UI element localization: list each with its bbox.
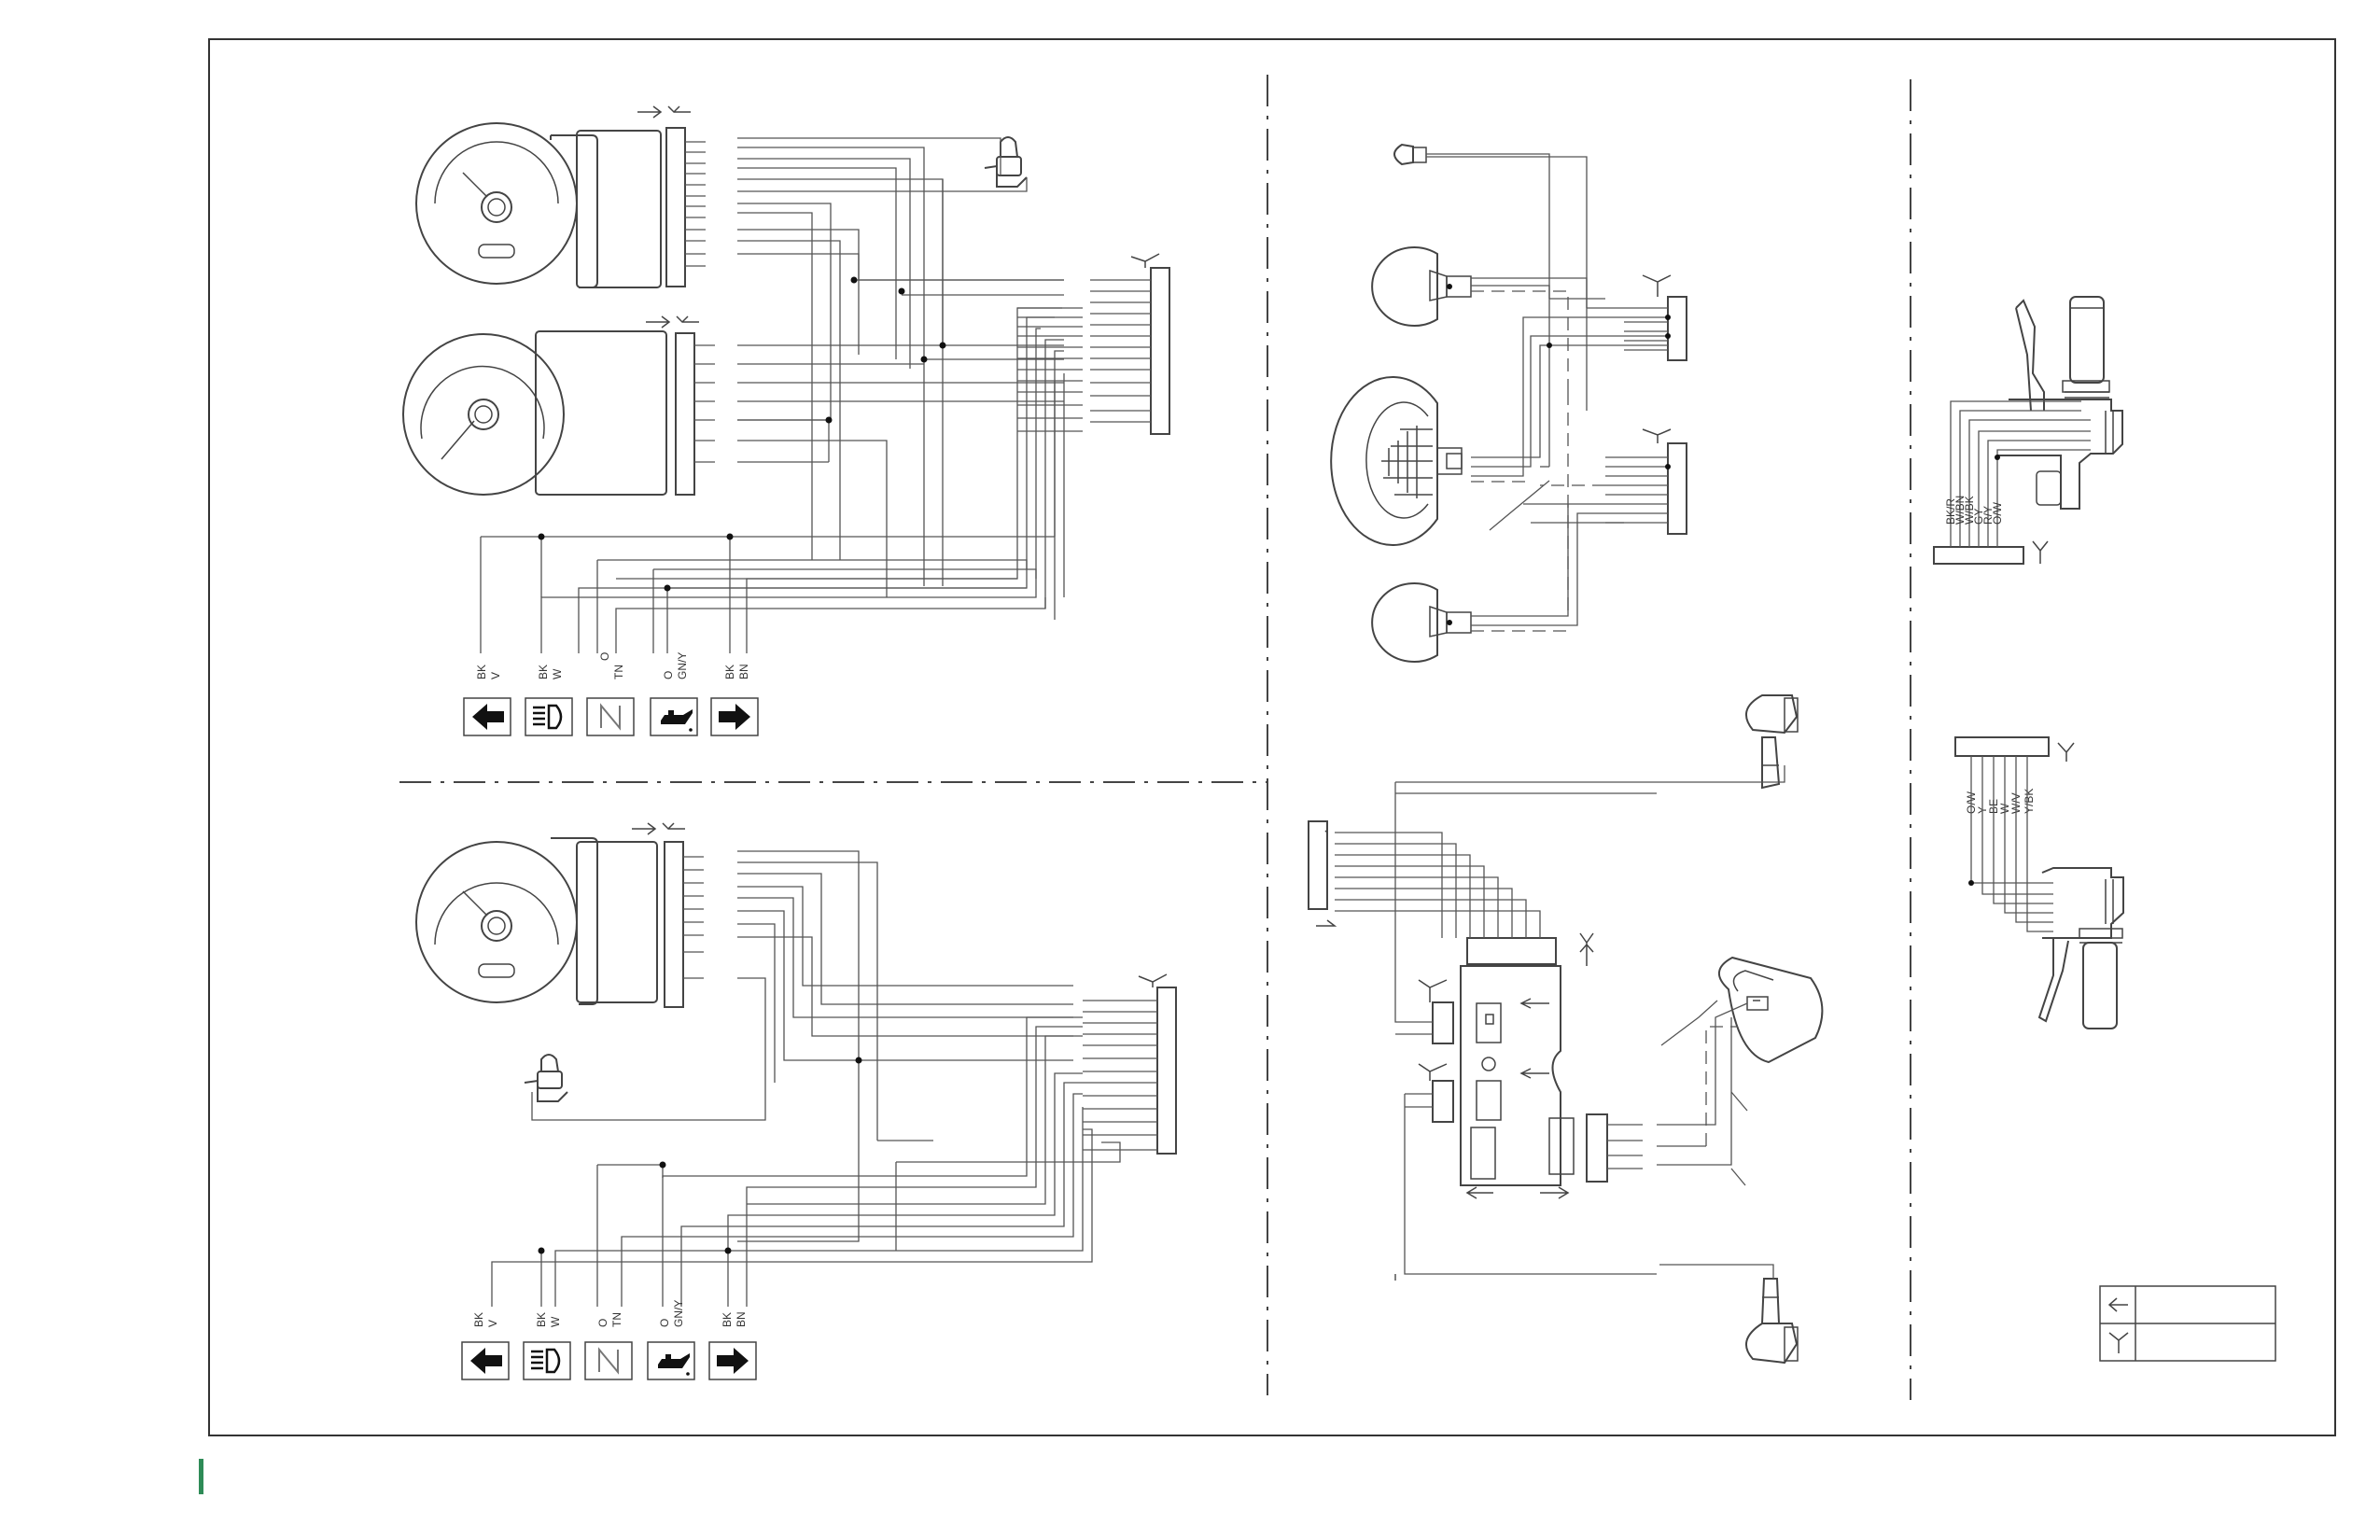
oil-can-icon (661, 709, 693, 732)
label-v-lower: V (486, 1320, 499, 1327)
label-w: W (551, 668, 564, 679)
handlebar-switches: BK/R W/BN W/BK GY R/Y O/W O/W Y BE W W/V… (1933, 296, 2276, 1362)
arrow-right-icon (717, 1348, 749, 1374)
neutral-icon (600, 703, 621, 731)
tail-light (1718, 956, 1824, 1064)
label-w-lower: W (549, 1316, 562, 1327)
label-wire-bkr: BK/R (1944, 498, 1957, 525)
indicator-icons-lower (461, 1341, 757, 1380)
label-o-2-lower: O (658, 1319, 671, 1327)
pressure-switch (984, 136, 1028, 188)
legend-box (2099, 1285, 2276, 1362)
connector-front-2 (1667, 442, 1687, 535)
label-wire-ry: R/Y (1981, 506, 1995, 525)
arrow-left-icon (472, 704, 504, 730)
label-o-2: O (662, 671, 675, 679)
wires-switch-upper (1950, 400, 2091, 547)
turn-signal-front-lower (1371, 582, 1472, 663)
label-tn-lower: TN (610, 1312, 623, 1327)
wires-rear (1335, 765, 1785, 1281)
oil-can-icon (658, 1353, 690, 1376)
turn-signal-rear-upper (1744, 694, 1799, 790)
bulb-icon (1393, 143, 1427, 166)
connector-front-1 (1667, 296, 1687, 361)
label-wire-ow: O/W (1991, 501, 2004, 525)
indicator-icons-upper (463, 697, 759, 736)
turn-signal-rear-lower (1744, 1278, 1799, 1365)
wire-labels-switch-lower: O/W Y BE W W/V Y/BK (1965, 789, 2036, 814)
wire-labels-upper: BK V BK W O TN O GN/Y BK BN (475, 652, 750, 679)
instrument-cluster-upper: BK V BK W O TN O GN/Y BK BN (402, 105, 1170, 736)
connector-switch-lower (1954, 736, 2050, 757)
wire-labels-lower: BK V BK W O TN O GN/Y BK BN (472, 1300, 748, 1327)
instrument-cluster-lower: BK V BK W O TN O GN/Y BK BN (415, 822, 1177, 1380)
label-wire-gy: GY (1972, 509, 1985, 525)
arrow-left-icon (2107, 1297, 2128, 1312)
lighting-section (1308, 143, 1824, 1365)
label-gny: GN/Y (676, 652, 689, 679)
connector-switch-upper (1933, 546, 2024, 565)
label-bn: BN (737, 664, 750, 679)
speedometer-gauge (415, 105, 691, 288)
fusebox (1460, 937, 1575, 1199)
headlight-icon (531, 1348, 561, 1374)
diagram-frame (208, 38, 2336, 1436)
connector-rear-3 (1586, 1113, 1608, 1183)
label-tn: TN (612, 665, 625, 679)
label-gny-lower: GN/Y (672, 1300, 685, 1327)
tachometer-gauge (402, 315, 699, 496)
wire-labels-switch-upper: BK/R W/BN W/BK GY R/Y O/W (1944, 496, 2004, 525)
label-bk: BK (475, 665, 488, 679)
connector-lower (1156, 987, 1177, 1155)
wires-front-lighting (1426, 153, 1668, 626)
connector-rear-1 (1432, 1001, 1454, 1044)
wires-switch-lower (1970, 756, 2053, 932)
turn-signal-front-upper (1371, 246, 1472, 327)
headlight-icon (533, 704, 563, 730)
label-o-lower: O (596, 1319, 609, 1327)
wires-lower (491, 850, 1157, 1307)
arrow-left-icon (470, 1348, 502, 1374)
connector-rear-left (1308, 820, 1328, 910)
label-o: O (598, 652, 611, 661)
wires-upper (480, 137, 1151, 653)
label-v: V (489, 672, 502, 679)
label-bk-3-lower: BK (721, 1312, 734, 1327)
speedometer-gauge-lower (415, 822, 685, 1008)
throttle-switch-upper (1997, 296, 2123, 510)
page-edge-mark (199, 1459, 203, 1494)
label-bk-3: BK (723, 665, 736, 679)
label-bn-lower: BN (735, 1311, 748, 1327)
label-wire-wbk: W/BK (1963, 496, 1976, 525)
connector-upper (1150, 267, 1170, 435)
headlight-lamp (1330, 376, 1463, 546)
label-bk-2-lower: BK (535, 1312, 548, 1327)
connector-rear-2 (1432, 1080, 1454, 1123)
label-bk-2: BK (537, 665, 550, 679)
connector-fork-icon (2108, 1332, 2129, 1353)
throttle-switch-lower (2037, 867, 2124, 1029)
pressure-switch-lower (524, 1054, 568, 1102)
neutral-icon (598, 1347, 619, 1375)
arrow-right-icon (719, 704, 750, 730)
label-bk-lower: BK (472, 1312, 485, 1327)
label-wire-wbn: W/BN (1953, 496, 1967, 525)
label-wire-ybk: Y/BK (2023, 789, 2036, 814)
